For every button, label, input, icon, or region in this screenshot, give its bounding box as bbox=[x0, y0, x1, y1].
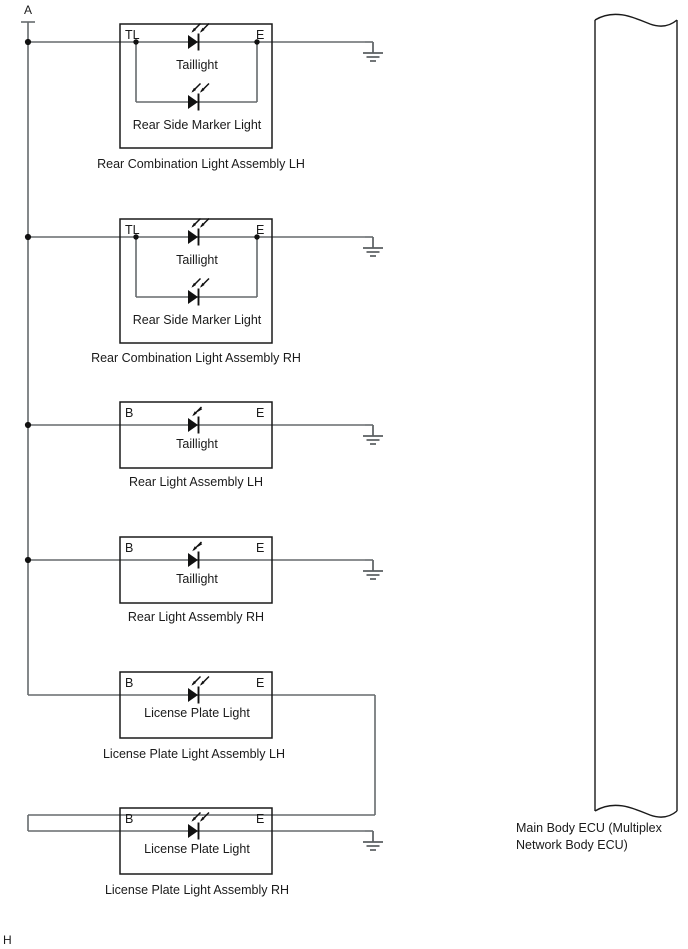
led-license-plate-light-icon bbox=[187, 811, 210, 841]
component-rear-combination-light-assembly-lh[interactable]: TL E Taillight Rear Side Marker Light Re… bbox=[24, 22, 384, 172]
node-label-a: A bbox=[24, 3, 32, 17]
lamp-label-taillight: Taillight bbox=[176, 437, 218, 451]
component-outline bbox=[119, 401, 273, 469]
ecu-label-line1: Main Body ECU (Multiplex bbox=[516, 821, 663, 835]
ecu-label-line2: Network Body ECU) bbox=[516, 838, 628, 852]
lamp-label-taillight: Taillight bbox=[176, 58, 218, 72]
lamp-label-license-plate-light: License Plate Light bbox=[144, 842, 250, 856]
led-rear-side-marker-icon bbox=[187, 82, 210, 112]
lamp-label-taillight: Taillight bbox=[176, 253, 218, 267]
component-outline bbox=[119, 218, 273, 344]
lamp-label-license-plate-light: License Plate Light bbox=[144, 706, 250, 720]
node-label-h: H bbox=[3, 933, 12, 947]
component-caption: License Plate Light Assembly LH bbox=[103, 747, 285, 761]
component-caption: License Plate Light Assembly RH bbox=[105, 883, 289, 897]
ground-symbol bbox=[362, 559, 384, 580]
terminal-label-left: B bbox=[125, 812, 133, 826]
junction-dot bbox=[24, 38, 32, 46]
junction-dot bbox=[24, 556, 32, 564]
terminal-label-left: B bbox=[125, 676, 133, 690]
ground-symbol bbox=[362, 41, 384, 62]
lamp-label-taillight: Taillight bbox=[176, 572, 218, 586]
junction-dot bbox=[24, 233, 32, 241]
lamp-label-rear-side-marker: Rear Side Marker Light bbox=[133, 118, 262, 132]
terminal-label-left: B bbox=[125, 406, 133, 420]
component-outline bbox=[119, 807, 273, 875]
component-caption: Rear Light Assembly RH bbox=[128, 610, 264, 624]
led-license-plate-light-icon bbox=[187, 675, 210, 705]
terminal-label-left: TL bbox=[125, 28, 140, 42]
component-caption: Rear Light Assembly LH bbox=[129, 475, 263, 489]
ground-symbol bbox=[362, 424, 384, 445]
left-power-bus bbox=[21, 21, 35, 695]
main-body-ecu-block[interactable] bbox=[594, 13, 678, 818]
component-rear-light-assembly-lh[interactable]: B E Taillight Rear Light Assembly LH bbox=[24, 401, 384, 489]
component-rear-light-assembly-rh[interactable]: B E Taillight Rear Light Assembly RH bbox=[24, 536, 384, 624]
led-rear-side-marker-icon bbox=[187, 277, 210, 307]
terminal-label-right: E bbox=[256, 406, 264, 420]
junction-dot bbox=[24, 421, 32, 429]
terminal-label-right: E bbox=[256, 541, 264, 555]
junction-dot bbox=[254, 39, 260, 45]
terminal-label-left: TL bbox=[125, 223, 140, 237]
license-plate-interconnect-wire bbox=[27, 695, 376, 831]
component-license-plate-light-assembly-rh[interactable]: B E License Plate Light License Plate Li… bbox=[28, 807, 384, 897]
terminal-label-right: E bbox=[256, 28, 264, 42]
component-license-plate-light-assembly-lh[interactable]: B E License Plate Light License Plate Li… bbox=[28, 671, 375, 761]
junction-dot bbox=[133, 39, 139, 45]
terminal-label-right: E bbox=[256, 812, 264, 826]
junction-dot bbox=[254, 234, 260, 240]
led-taillight-icon bbox=[187, 406, 204, 435]
led-taillight-icon bbox=[187, 217, 210, 247]
ground-symbol bbox=[362, 236, 384, 257]
junction-dot bbox=[133, 234, 139, 240]
led-taillight-icon bbox=[187, 22, 210, 52]
component-rear-combination-light-assembly-rh[interactable]: TL E Taillight Rear Side Marker Light Re… bbox=[24, 217, 384, 366]
component-outline bbox=[119, 671, 273, 739]
component-caption: Rear Combination Light Assembly LH bbox=[97, 157, 305, 171]
ground-symbol bbox=[362, 830, 384, 851]
led-taillight-icon bbox=[187, 541, 204, 570]
terminal-label-right: E bbox=[256, 676, 264, 690]
component-caption: Rear Combination Light Assembly RH bbox=[91, 351, 301, 365]
component-outline bbox=[119, 536, 273, 604]
lamp-label-rear-side-marker: Rear Side Marker Light bbox=[133, 313, 262, 327]
terminal-label-right: E bbox=[256, 223, 264, 237]
terminal-label-left: B bbox=[125, 541, 133, 555]
component-outline bbox=[119, 23, 273, 149]
